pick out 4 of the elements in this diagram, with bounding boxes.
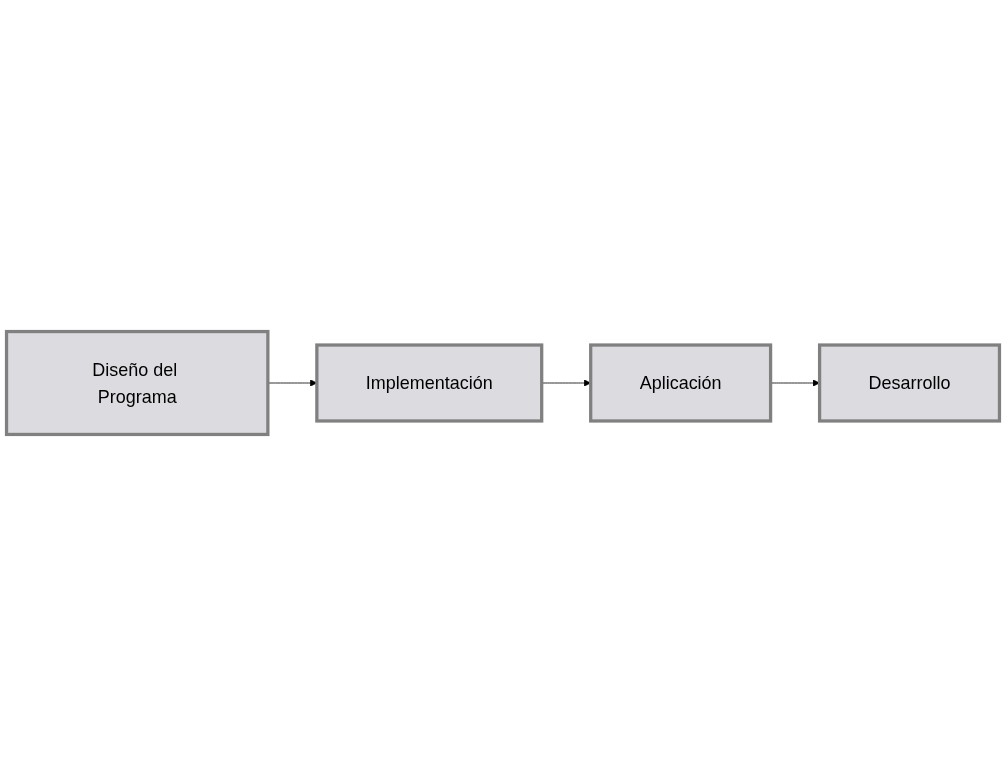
node-box: Aplicación (589, 343, 773, 423)
node-box: Desarrollo (817, 343, 1002, 423)
node-box: Implementación (315, 343, 544, 423)
node-box: Diseño del Programa (4, 329, 270, 437)
